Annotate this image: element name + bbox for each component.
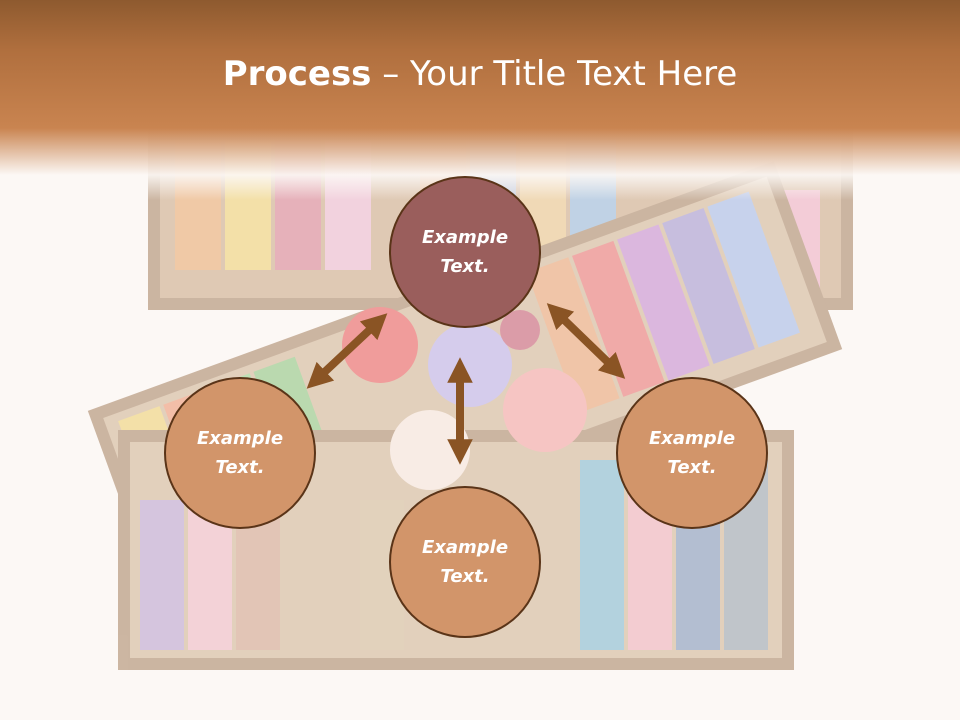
process-node-center[interactable]: Example Text. (389, 176, 541, 328)
title-banner (0, 0, 960, 200)
process-node-left[interactable]: Example Text. (164, 377, 316, 529)
node-bottom-label: Example Text. (421, 537, 509, 587)
arrow-center-left (306, 313, 388, 389)
title-bold: Process (222, 54, 372, 94)
process-node-bottom[interactable]: Example Text. (389, 486, 541, 638)
title-rest: – Your Title Text Here (371, 54, 738, 94)
slide-title: Process – Your Title Text Here (0, 52, 960, 96)
arrow-center-right (546, 303, 626, 379)
process-node-right[interactable]: Example Text. (616, 377, 768, 529)
node-center-label: Example Text. (421, 227, 509, 277)
node-right-label: Example Text. (648, 428, 736, 478)
node-left-label: Example Text. (196, 428, 284, 478)
